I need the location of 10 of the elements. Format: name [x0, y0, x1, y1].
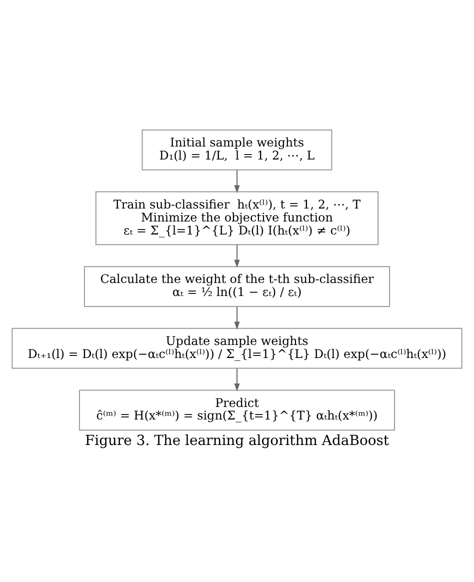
node-box: Initial sample weights D₁(l) = 1/L, l = 1, 2, ⋯, L: [142, 129, 332, 170]
node-box: Update sample weights Dₜ₊₁(l) = Dₜ(l) exp(−αₜc⁽ˡ⁾hₜ(x⁽ˡ⁾)) / Σ_{l=1}^{L} Dₜ(l) exp(−αₜc⁽ˡ⁾hₜ(x⁽ˡ⁾)): [12, 327, 462, 368]
node-box: Calculate the weight of the t-th sub-classifier αₜ = ½ ln((1 − εₜ) / εₜ): [84, 266, 390, 306]
arrow: [234, 306, 240, 330]
arrow: [234, 244, 240, 268]
arrow: [234, 368, 240, 391]
node-box: Predict ĉ⁽ᵐ⁾ = H(x*⁽ᵐ⁾) = sign(Σ_{t=1}^{T} αₜhₜ(x*⁽ᵐ⁾)): [78, 389, 396, 430]
caption: Figure 3. The learning algorithm AdaBoost: [85, 432, 389, 449]
node-box: Train sub-classifier hₜ(x⁽ˡ⁾), t = 1, 2, ⋯, T Minimize the objective function εₜ = Σ_{l=1}^{L} Dₜ(l) I(hₜ(x⁽ˡ⁾) ≠ c⁽ˡ⁾): [95, 190, 379, 245]
arrow: [234, 169, 240, 193]
